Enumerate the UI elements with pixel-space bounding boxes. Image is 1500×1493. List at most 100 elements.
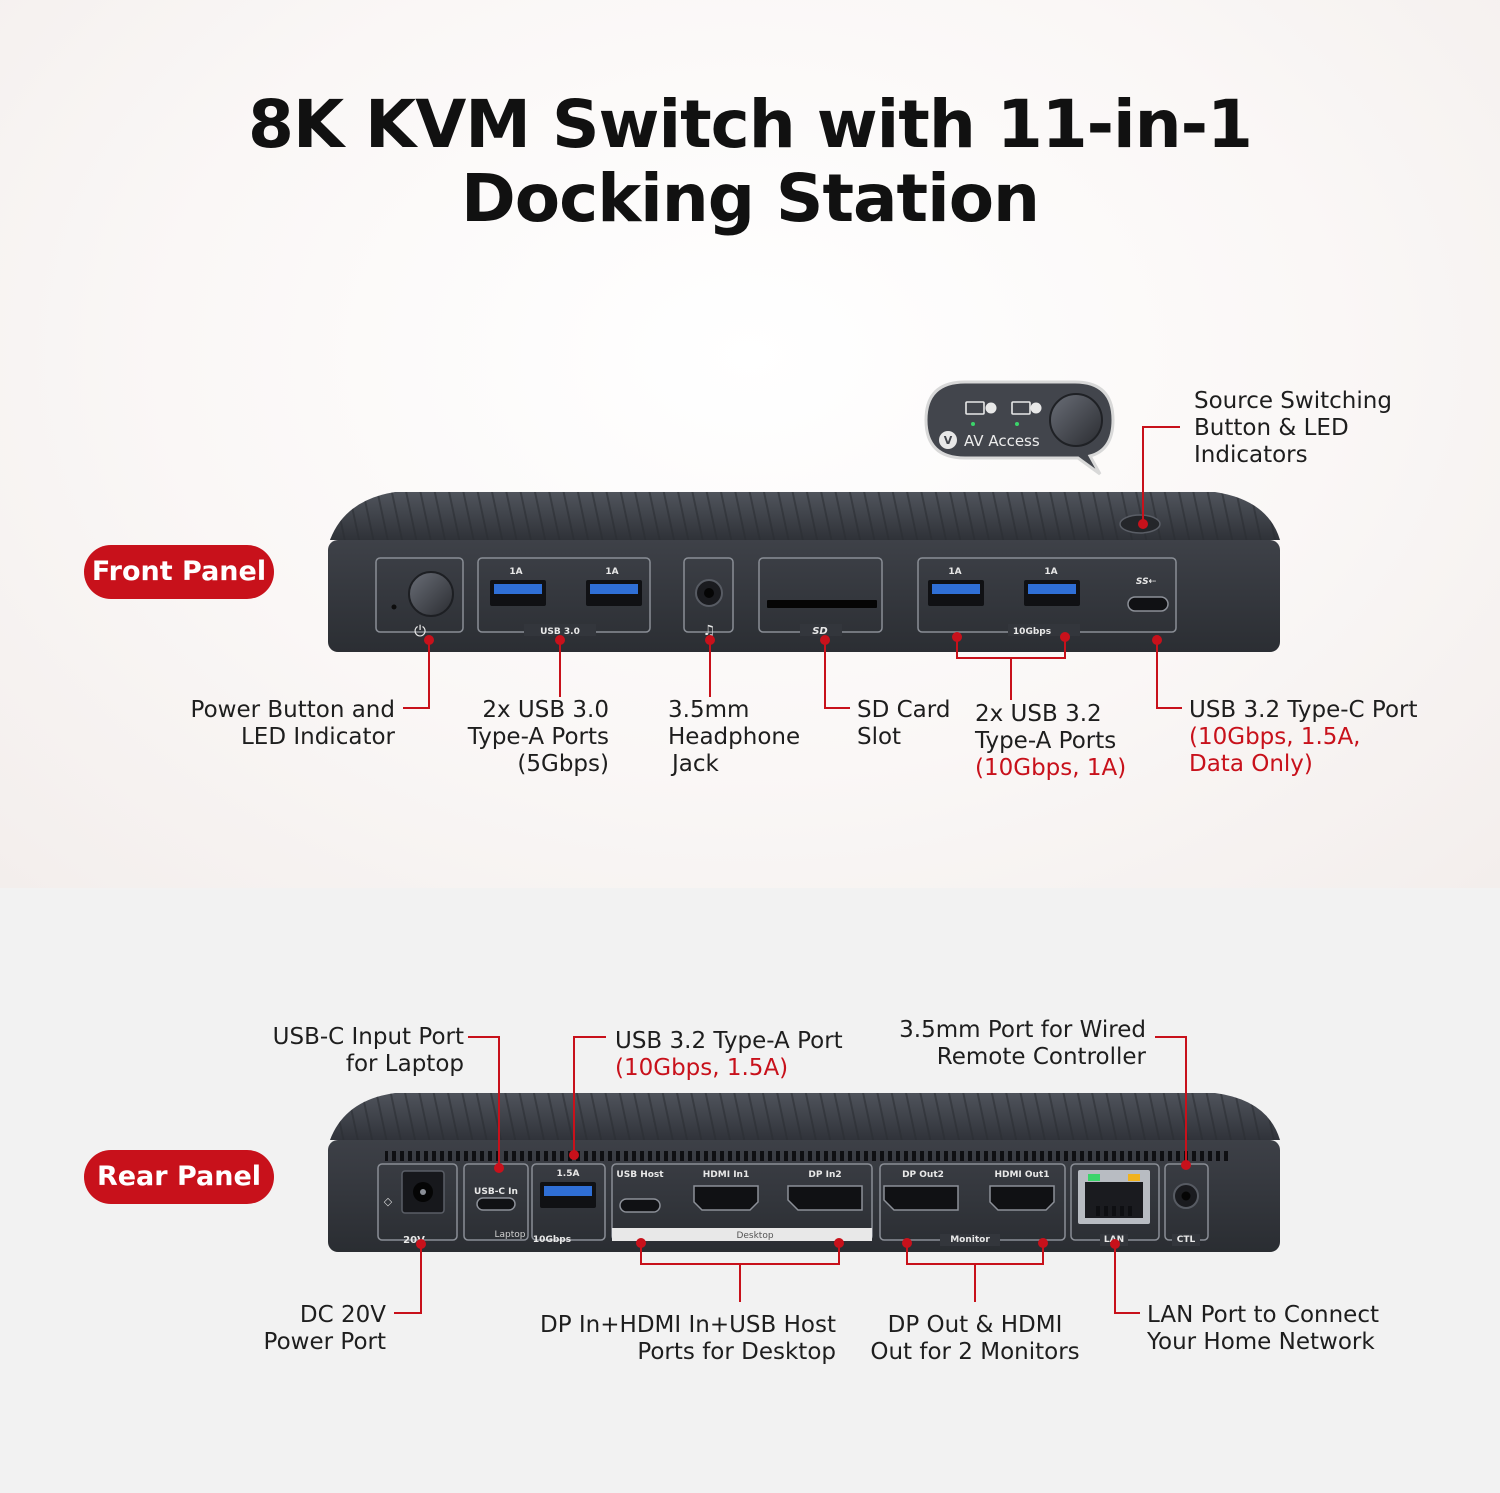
usb-c-input-port bbox=[476, 1197, 516, 1211]
label-line: USB-C Input Port bbox=[272, 1024, 464, 1050]
desktop-mark: Desktop bbox=[736, 1231, 773, 1241]
label-usb-a-rear: USB 3.2 Type-A Port (10Gbps, 1.5A) bbox=[615, 1028, 843, 1082]
label-line: 2x USB 3.2 bbox=[975, 701, 1102, 727]
label-desktop-ports: DP In+HDMI In+USB Host Ports for Desktop bbox=[540, 1312, 836, 1366]
dp-out2-mark: DP Out2 bbox=[902, 1170, 944, 1180]
label-line: Your Home Network bbox=[1147, 1329, 1375, 1355]
front-leader-lines bbox=[403, 426, 1182, 709]
label-spec: (10Gbps, 1.5A) bbox=[615, 1055, 789, 1081]
usb32-port-1 bbox=[928, 580, 984, 606]
label-spec: Data Only) bbox=[1189, 751, 1313, 777]
power-button bbox=[408, 571, 454, 617]
dp-in2-mark: DP In2 bbox=[808, 1170, 841, 1180]
front-leader-dots bbox=[424, 519, 1162, 645]
label-remote-port: 3.5mm Port for Wired Remote Controller bbox=[899, 1017, 1146, 1071]
headphone-icon: ♫ bbox=[703, 623, 716, 639]
title-line-1: 8K KVM Switch with 11-in-1 bbox=[248, 86, 1253, 163]
label-line: Ports for Desktop bbox=[637, 1339, 836, 1365]
laptop-mark: Laptop bbox=[495, 1230, 526, 1240]
hdmi-out1-mark: HDMI Out1 bbox=[994, 1170, 1049, 1180]
rear-leader-dots bbox=[416, 1150, 1191, 1249]
label-spec: (10Gbps, 1.5A, bbox=[1189, 724, 1361, 750]
brand-name: AV Access bbox=[964, 432, 1040, 450]
hdmi-out1-port bbox=[989, 1185, 1055, 1211]
hdmi-in1-mark: HDMI In1 bbox=[703, 1170, 749, 1180]
label-line: Indicators bbox=[1194, 442, 1308, 468]
dp-out2-port bbox=[883, 1185, 959, 1211]
rear-panel-badge: Rear Panel bbox=[84, 1150, 274, 1204]
front-panel-badge: Front Panel bbox=[84, 545, 274, 599]
label-dc-power: DC 20V Power Port bbox=[264, 1302, 386, 1356]
label-line: 3.5mm bbox=[668, 697, 750, 723]
usb-host-mark: USB Host bbox=[616, 1170, 664, 1180]
usb32-speed-mark: 10Gbps bbox=[1013, 627, 1051, 637]
label-line: Button & LED bbox=[1194, 415, 1349, 441]
label-usb-c-input: USB-C Input Port for Laptop bbox=[273, 1024, 464, 1078]
usb-c-ss-icon: SS⇠ bbox=[1136, 577, 1156, 587]
label-usb-c-front: USB 3.2 Type-C Port (10Gbps, 1.5A, Data … bbox=[1189, 697, 1418, 778]
label-line: (5Gbps) bbox=[517, 751, 609, 777]
power-icon: ⏻ bbox=[414, 622, 426, 640]
page-title: 8K KVM Switch with 11-in-1 Docking Stati… bbox=[0, 88, 1500, 236]
usbc-in-mark: USB-C In bbox=[474, 1187, 518, 1197]
label-usb30: 2x USB 3.0 Type-A Ports (5Gbps) bbox=[468, 697, 609, 778]
dc-mark: 20V bbox=[403, 1235, 425, 1246]
usb32-port-2 bbox=[1024, 580, 1080, 606]
label-line: Power Port bbox=[263, 1329, 386, 1355]
sd-card-slot bbox=[767, 600, 877, 608]
top-background bbox=[0, 0, 1500, 888]
ctl-mark: CTL bbox=[1177, 1235, 1196, 1245]
label-line: SD Card bbox=[857, 697, 951, 723]
polarity-icon: ◇ bbox=[384, 1195, 393, 1208]
usb-a-speed: 10Gbps bbox=[533, 1235, 571, 1245]
rear-device-illustration: 20V ◇ USB-C In Laptop 1.5A 10Gbps USB Ho… bbox=[328, 1036, 1280, 1314]
usb30-current-2: 1A bbox=[605, 567, 618, 577]
source-switch-callout: V AV Access bbox=[924, 380, 1115, 476]
label-usb32: 2x USB 3.2 Type-A Ports (10Gbps, 1A) bbox=[975, 701, 1126, 782]
title-line-2: Docking Station bbox=[460, 160, 1040, 237]
label-spec: (10Gbps, 1A) bbox=[975, 755, 1127, 781]
brand-logo-icon bbox=[939, 431, 957, 449]
label-source-switching: Source Switching Button & LED Indicators bbox=[1194, 388, 1392, 469]
label-line: Power Button and bbox=[190, 697, 395, 723]
label-line: Source Switching bbox=[1194, 388, 1392, 414]
front-device-illustration: ⏻ 1A 1A USB 3.0 ♫ SD 1A 1A 10Gbps SS⇠ bbox=[328, 380, 1280, 709]
svg-text:V: V bbox=[944, 434, 953, 447]
label-line: USB 3.2 Type-A Port bbox=[615, 1028, 843, 1054]
usb-a-current: 1.5A bbox=[557, 1169, 580, 1179]
power-led bbox=[391, 604, 397, 610]
usb-a-rear-port bbox=[540, 1182, 596, 1208]
vent-grille bbox=[385, 1151, 1230, 1161]
hdmi-in1-port bbox=[693, 1185, 759, 1211]
dp-in2-port bbox=[787, 1185, 863, 1211]
label-line: for Laptop bbox=[345, 1051, 464, 1077]
label-line: USB 3.2 Type-C Port bbox=[1189, 697, 1418, 723]
label-line: Type-A Ports bbox=[467, 724, 609, 750]
usb30-current-1: 1A bbox=[509, 567, 522, 577]
sd-mark: SD bbox=[812, 626, 828, 637]
usb-c-port-front bbox=[1127, 596, 1169, 612]
label-monitor-ports: DP Out & HDMI Out for 2 Monitors bbox=[866, 1312, 1084, 1366]
rear-leader-lines bbox=[394, 1036, 1187, 1314]
usb32-current-1: 1A bbox=[948, 567, 961, 577]
label-line: Slot bbox=[857, 724, 902, 750]
label-line: Jack bbox=[672, 751, 719, 777]
label-line: Headphone bbox=[668, 724, 801, 750]
label-line: DP Out & HDMI bbox=[887, 1312, 1063, 1338]
label-power-button: Power Button and LED Indicator bbox=[191, 697, 395, 751]
label-line: LAN Port to Connect bbox=[1147, 1302, 1379, 1328]
label-line: Remote Controller bbox=[936, 1044, 1146, 1070]
label-line: DP In+HDMI In+USB Host bbox=[540, 1312, 836, 1338]
label-line: LED Indicator bbox=[240, 724, 395, 750]
label-line: DC 20V bbox=[299, 1302, 386, 1328]
usb-host-port bbox=[619, 1198, 661, 1213]
usb30-port-2 bbox=[586, 580, 642, 606]
label-sd-card: SD Card Slot bbox=[857, 697, 950, 751]
label-headphone: 3.5mm Headphone Jack bbox=[668, 697, 800, 778]
monitor-mark: Monitor bbox=[950, 1235, 990, 1245]
usb30-mark: USB 3.0 bbox=[540, 627, 580, 637]
label-line: Type-A Ports bbox=[975, 728, 1117, 754]
label-line: Out for 2 Monitors bbox=[870, 1339, 1080, 1365]
label-line: 2x USB 3.0 bbox=[482, 697, 609, 723]
usb32-current-2: 1A bbox=[1044, 567, 1057, 577]
